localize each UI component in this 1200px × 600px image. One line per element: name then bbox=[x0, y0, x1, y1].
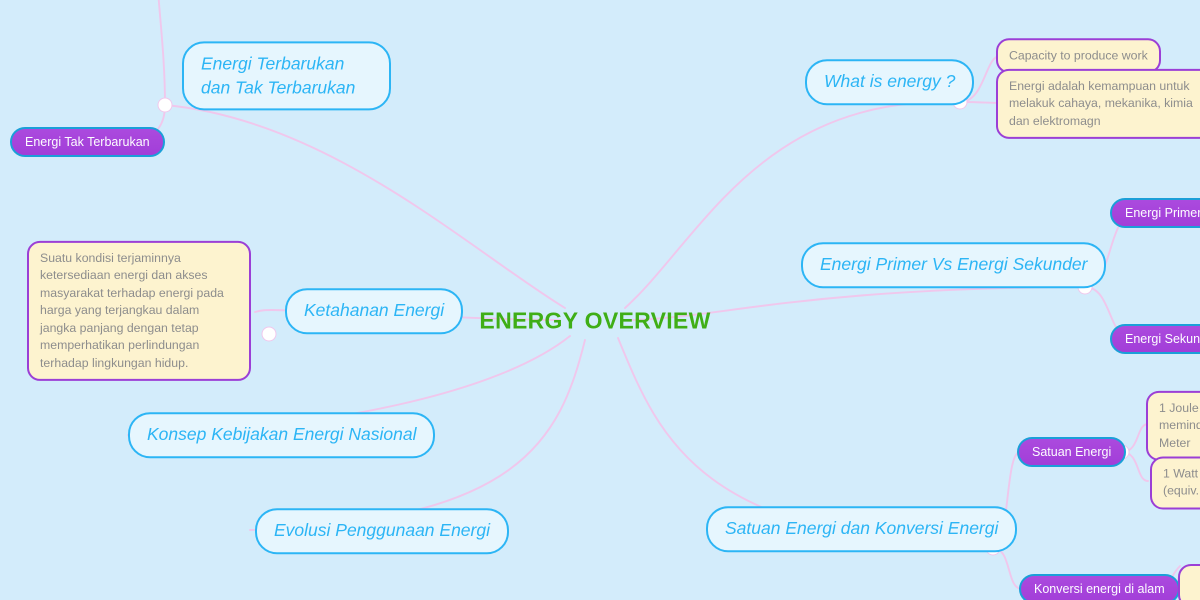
topic-satuan-energi-dan-konversi-energi[interactable]: Satuan Energi dan Konversi Energi bbox=[706, 506, 1018, 552]
chip-konversi-energi-di-alam[interactable]: Konversi energi di alam bbox=[1019, 574, 1180, 600]
topic-evolusi-penggunaan-energi[interactable]: Evolusi Penggunaan Energi bbox=[255, 508, 509, 554]
topic-ketahanan-energi[interactable]: Ketahanan Energi bbox=[285, 288, 464, 334]
connector-dot-energy-security bbox=[261, 326, 277, 342]
note-1-watt[interactable]: 1 Watt : E (equiv. J/s bbox=[1150, 456, 1200, 510]
topic-konsep-kebijakan-energi-nasional[interactable]: Konsep Kebijakan Energi Nasional bbox=[128, 412, 436, 458]
chip-satuan-energi[interactable]: Satuan Energi bbox=[1017, 437, 1127, 467]
topic-energi-primer-vs-sekunder[interactable]: Energi Primer Vs Energi Sekunder bbox=[801, 242, 1107, 288]
chip-energi-tak-terbarukan[interactable]: Energi Tak Terbarukan bbox=[10, 127, 165, 157]
topic-energi-terbarukan[interactable]: Energi Terbarukan dan Tak Terbarukan bbox=[182, 41, 391, 111]
note-ketahanan-energi-definition[interactable]: Suatu kondisi terjaminnya ketersediaan e… bbox=[27, 240, 251, 382]
topic-what-is-energy[interactable]: What is energy ? bbox=[805, 59, 975, 105]
chip-energi-primer[interactable]: Energi Primer bbox=[1110, 198, 1200, 228]
note-edge-partial[interactable] bbox=[1178, 564, 1200, 600]
chip-energi-sekunder[interactable]: Energi Sekunder bbox=[1110, 324, 1200, 354]
connector-dot-renewable bbox=[157, 97, 173, 113]
note-energi-definition[interactable]: Energi adalah kemampuan untuk melakuk ca… bbox=[996, 68, 1200, 140]
root-node[interactable]: ENERGY OVERVIEW bbox=[479, 307, 711, 334]
note-1-joule[interactable]: 1 Joule : memindah Meter bbox=[1146, 390, 1200, 462]
